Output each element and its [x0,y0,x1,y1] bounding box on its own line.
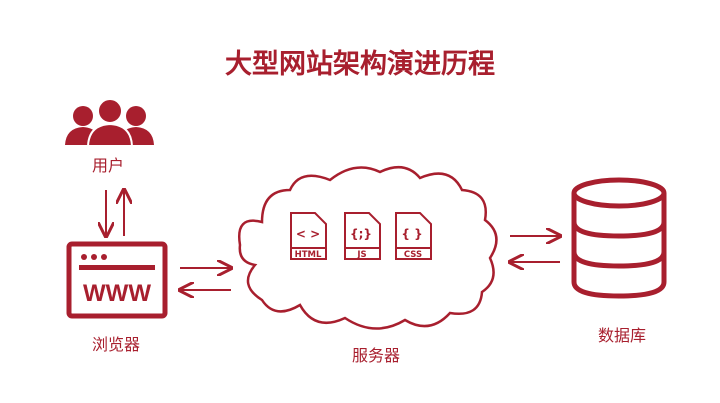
svg-text:< >: < > [296,227,320,241]
svg-text:{ }: { } [401,227,422,241]
label-server: 服务器 [351,346,401,365]
label-browser: 浏览器 [91,335,141,354]
users-icon [65,98,154,147]
label-users: 用户 [91,156,125,175]
js-file-icon: {;} JS [344,212,381,260]
page-title: 大型网站架构演进历程 [225,49,495,80]
server-cloud-icon [238,165,498,330]
svg-text:{;}: {;} [350,227,372,241]
html-label: HTML [295,250,322,260]
database-icon [571,177,667,299]
js-label: JS [356,250,366,260]
css-file-icon: { } CSS [395,212,432,260]
css-label: CSS [404,250,422,260]
html-file-icon: < > HTML [290,212,327,260]
www-text: WWW [83,280,151,307]
label-database: 数据库 [597,326,647,345]
browser-icon: WWW [66,241,168,319]
